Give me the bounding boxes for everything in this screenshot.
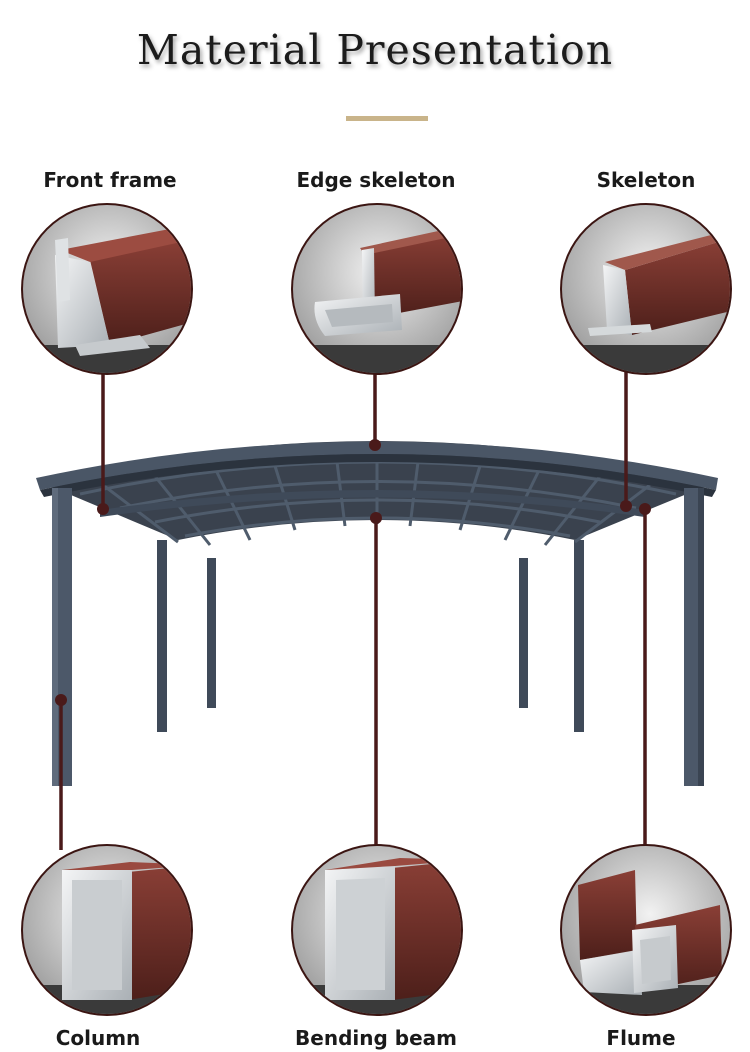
front-frame-profile-image: [21, 203, 193, 375]
edge-skeleton-profile-image: [291, 203, 463, 375]
label-flume: Flume: [606, 1026, 676, 1050]
bending-beam-profile-image: [291, 844, 463, 1016]
column-profile-image: [21, 844, 193, 1016]
label-bending-beam: Bending beam: [295, 1026, 457, 1050]
leader-lines: [55, 370, 651, 850]
page-title: Material Presentation: [136, 26, 614, 74]
skeleton-profile-image: [560, 203, 732, 375]
label-edge-skeleton: Edge skeleton: [296, 168, 456, 192]
title-divider: [346, 116, 428, 121]
label-column: Column: [55, 1026, 141, 1050]
label-front-frame: Front frame: [43, 168, 177, 192]
carport: [36, 441, 718, 786]
label-skeleton: Skeleton: [596, 168, 696, 192]
flume-profile-image: [560, 844, 732, 1016]
